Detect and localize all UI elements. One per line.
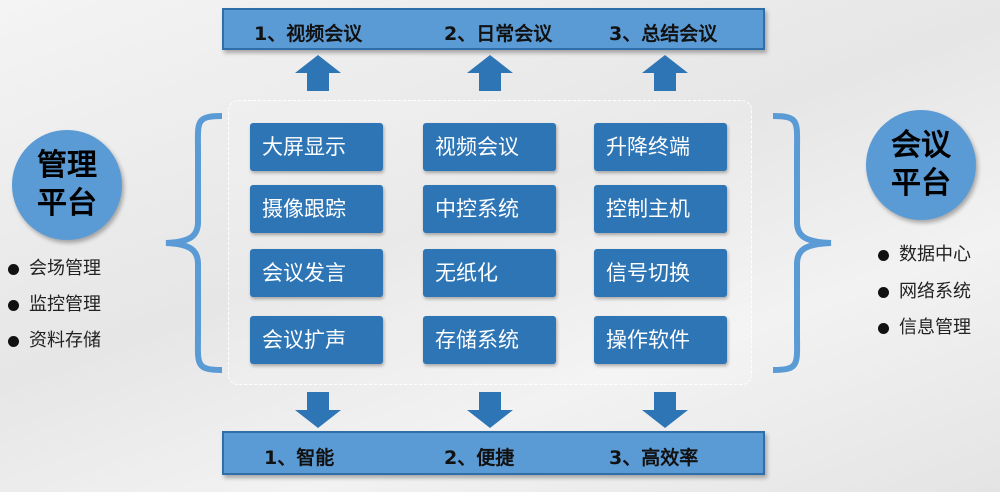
title-line: 平台: [891, 166, 951, 201]
up-arrow-icon: [295, 55, 341, 91]
top-item: 3、总结会议: [609, 23, 718, 45]
feature-box: 摄像跟踪: [250, 185, 383, 233]
item-label: 资料存储: [29, 330, 101, 351]
feature-box: 视频会议: [423, 123, 556, 171]
title-line: 平台: [37, 186, 97, 221]
feature-box: 升降终端: [594, 123, 727, 171]
bottom-item: 1、智能: [264, 447, 335, 469]
feature-box: 会议扩声: [250, 316, 383, 364]
left-brace-icon: [165, 113, 223, 373]
bullet-icon: [8, 263, 19, 275]
meeting-platform-circle: 会议平台: [866, 110, 976, 220]
item-label: 数据中心: [899, 244, 971, 265]
top-item: 1、视频会议: [254, 23, 363, 45]
title-line: 管理: [37, 148, 97, 183]
item-label: 监控管理: [29, 294, 101, 315]
top-item: 2、日常会议: [444, 23, 553, 45]
feature-box: 中控系统: [423, 185, 556, 233]
list-item: 信息管理: [878, 313, 971, 339]
list-item: 网络系统: [878, 277, 971, 303]
top-bar: 1、视频会议 2、日常会议 3、总结会议: [222, 8, 765, 50]
item-label: 网络系统: [899, 281, 971, 302]
bullet-icon: [8, 299, 19, 311]
bottom-bar: 1、智能 2、便捷 3、高效率: [222, 431, 765, 475]
title-line: 会议: [891, 128, 951, 163]
feature-box: 无纸化: [423, 249, 556, 297]
bullet-icon: [878, 286, 889, 298]
feature-box: 会议发言: [250, 249, 383, 297]
management-platform-circle: 管理平台: [12, 130, 122, 240]
feature-box: 控制主机: [594, 185, 727, 233]
bullet-icon: [878, 322, 889, 334]
feature-box: 存储系统: [423, 316, 556, 364]
feature-box: 大屏显示: [250, 123, 383, 171]
bottom-item: 3、高效率: [609, 447, 699, 469]
down-arrow-icon: [642, 392, 688, 428]
item-label: 会场管理: [29, 258, 101, 279]
bullet-icon: [8, 335, 19, 347]
list-item: 监控管理: [8, 290, 101, 316]
bottom-item: 2、便捷: [444, 447, 515, 469]
bullet-icon: [878, 249, 889, 261]
list-item: 数据中心: [878, 240, 971, 266]
right-brace-icon: [772, 113, 832, 373]
feature-box: 信号切换: [594, 249, 727, 297]
up-arrow-icon: [642, 55, 688, 91]
list-item: 资料存储: [8, 326, 101, 352]
feature-box: 操作软件: [594, 316, 727, 364]
item-label: 信息管理: [899, 317, 971, 338]
up-arrow-icon: [467, 55, 513, 91]
down-arrow-icon: [467, 392, 513, 428]
list-item: 会场管理: [8, 254, 101, 280]
down-arrow-icon: [295, 392, 341, 428]
